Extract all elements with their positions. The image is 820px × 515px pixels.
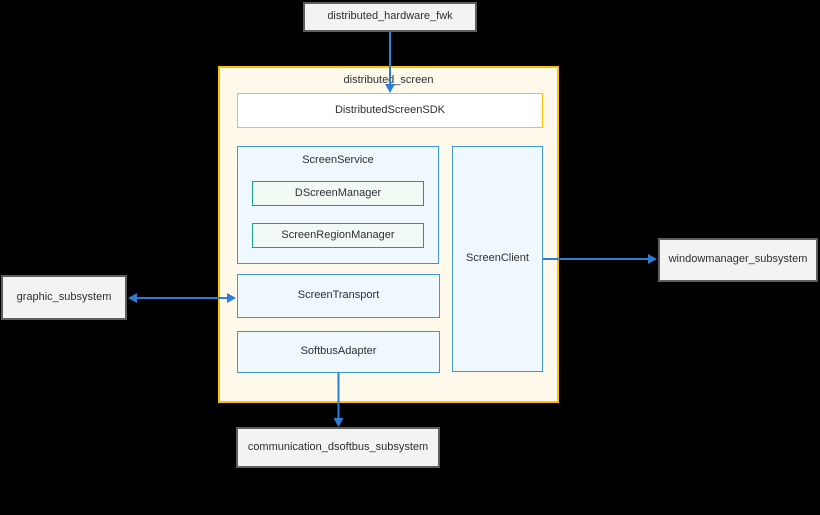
node-distributed-screen-sdk: DistributedScreenSDK bbox=[237, 93, 543, 128]
node-graphic-subsystem: graphic_subsystem bbox=[1, 275, 127, 320]
group-distributed-screen-title: distributed_screen bbox=[343, 74, 434, 86]
node-softbus-adapter: SoftbusAdapter bbox=[237, 331, 440, 373]
node-distributed-hardware-fwk: distributed_hardware_fwk bbox=[303, 2, 477, 32]
node-screen-client: ScreenClient bbox=[452, 146, 543, 372]
node-dscreen-manager: DScreenManager bbox=[252, 181, 424, 206]
node-screen-region-manager: ScreenRegionManager bbox=[252, 223, 424, 248]
edge-screenclient-to-windowmanager bbox=[543, 254, 657, 264]
node-communication-dsoftbus-subsystem: communication_dsoftbus_subsystem bbox=[236, 427, 440, 468]
node-screen-service-title: ScreenService bbox=[302, 154, 374, 166]
node-screen-transport: ScreenTransport bbox=[237, 274, 440, 318]
node-windowmanager-subsystem: windowmanager_subsystem bbox=[658, 238, 818, 282]
